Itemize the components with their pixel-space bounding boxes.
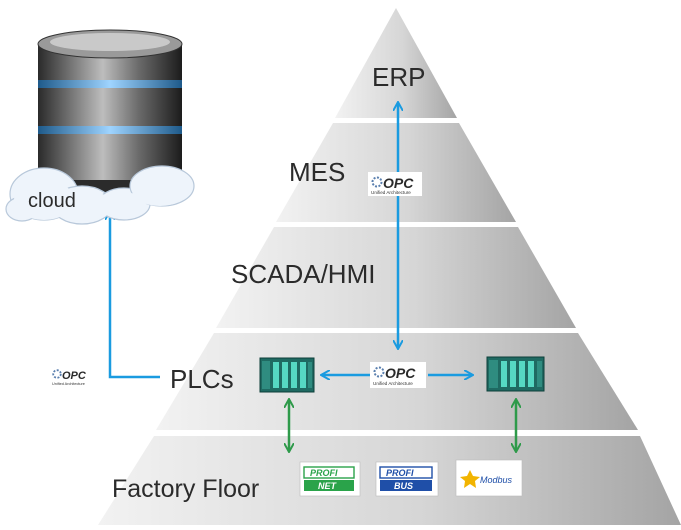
plc-module-right [486, 356, 545, 392]
profinet-bottom-text: NET [318, 481, 338, 491]
level-label-scada-hmi: SCADA/HMI [231, 259, 375, 289]
profinet-logo: PROFI NET [299, 461, 361, 497]
opc-links [110, 103, 472, 377]
opc-logo-cloud-link: OPC Unified Architecture [50, 366, 96, 388]
modbus-star-icon [460, 470, 480, 488]
profibus-top-text: PROFI [386, 468, 414, 478]
pyramid-level-erp [335, 8, 457, 118]
opc-logo-text: OPC [385, 365, 416, 381]
profibus-logo: PROFI BUS [375, 461, 439, 497]
cloud-link [110, 212, 160, 379]
level-label-erp: ERP [372, 62, 425, 92]
opc-logo-plc: OPC Unified Architecture [370, 362, 426, 388]
opc-logo-text: OPC [383, 175, 414, 191]
opc-logo-subtitle: Unified Architecture [371, 190, 411, 195]
level-label-mes: MES [289, 157, 345, 187]
opc-logo-subtitle: Unified Architecture [373, 381, 413, 386]
level-label-plcs: PLCs [170, 364, 234, 394]
profibus-bottom-text: BUS [394, 481, 413, 491]
modbus-logo: Modbus [455, 459, 523, 497]
modbus-text: Modbus [480, 475, 513, 485]
opc-logo-text: OPC [62, 370, 87, 382]
opc-logo-subtitle: Unified Architecture [52, 382, 85, 386]
profinet-top-text: PROFI [310, 468, 338, 478]
plc-module-left [259, 357, 315, 393]
level-label-factory-floor: Factory Floor [112, 475, 259, 503]
cloud-label: cloud [28, 190, 76, 212]
opc-logo-mes: OPC Unified Architecture [368, 172, 422, 196]
cloud-server: cloud [5, 29, 195, 225]
